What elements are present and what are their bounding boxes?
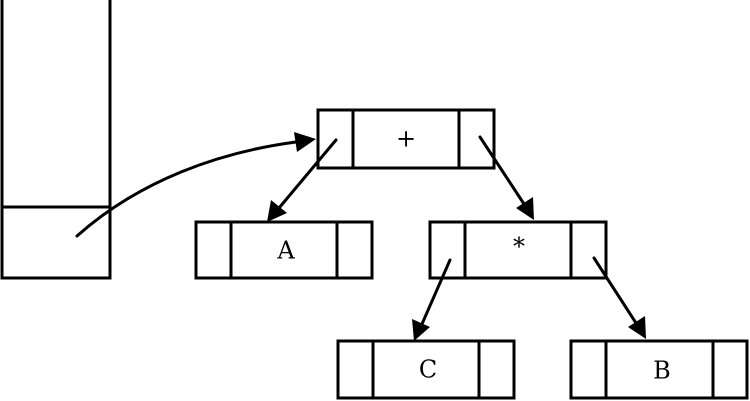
arrowhead-stack-to-root <box>294 132 316 152</box>
node-box <box>428 220 608 280</box>
stack-frame <box>0 0 112 280</box>
arrowhead-right-to-right-right <box>628 316 646 339</box>
node-label: A <box>276 237 295 265</box>
arrow-root-to-right <box>478 135 526 206</box>
arrowhead-right-to-right-left <box>412 319 430 341</box>
tree-node-right-left: C <box>336 339 516 400</box>
node-label: C <box>419 356 437 384</box>
node-box <box>336 339 516 400</box>
node-box <box>316 108 496 170</box>
tree-node-right: * <box>428 220 608 280</box>
stack-column <box>0 0 112 280</box>
arrowhead-root-to-left <box>267 200 287 222</box>
arrow-stack-to-root <box>75 140 298 238</box>
node-label: * <box>513 233 525 261</box>
arrow-right-to-right-left <box>420 258 452 326</box>
tree-node-root: + <box>316 108 496 170</box>
node-label: + <box>396 125 416 153</box>
arrow-root-to-left <box>277 138 338 210</box>
node-label: B <box>653 357 671 385</box>
arrow-right-to-right-right <box>592 256 638 325</box>
node-box <box>569 339 749 400</box>
tree-node-right-right: B <box>569 339 749 400</box>
arrows <box>75 132 646 341</box>
tree-node-left: A <box>194 220 374 280</box>
node-box <box>194 220 374 280</box>
arrowhead-root-to-right <box>516 197 534 220</box>
